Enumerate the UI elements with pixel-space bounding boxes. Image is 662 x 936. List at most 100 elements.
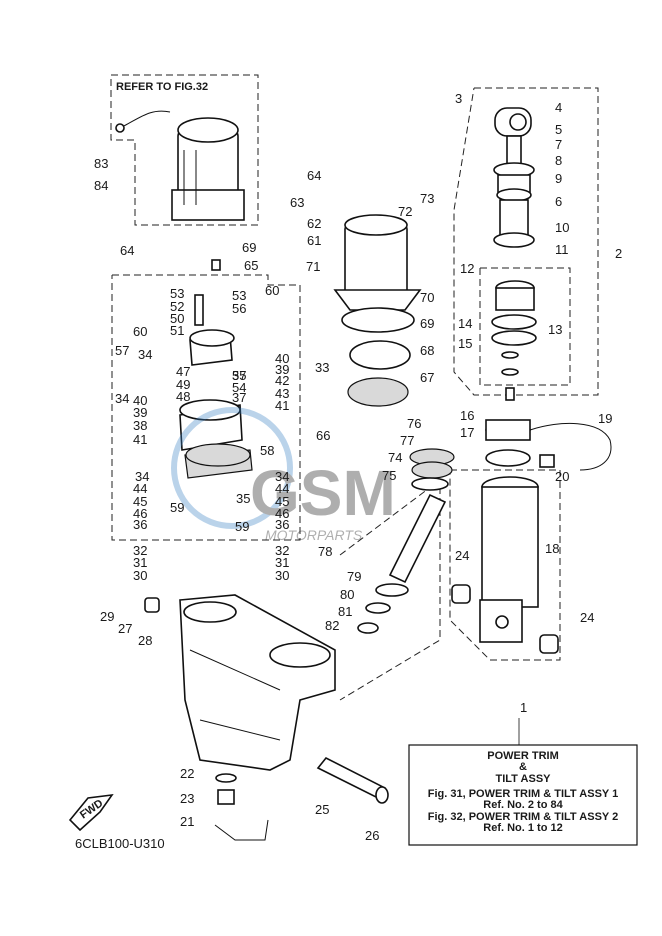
part-number-label: 82 [325,618,339,633]
part-number-label: 78 [318,544,332,559]
trim-cylinder-box [449,469,561,661]
part-number-label: 55 [232,368,246,383]
info-fig32: Fig. 32, POWER TRIM & TILT ASSY 2 [428,811,618,823]
part-number-label: 60 [133,324,147,339]
main-bracket [144,594,336,771]
piston-subgroup-box [479,267,571,386]
part-labels: 1234578961011121314151617181920212223242… [94,91,622,843]
part-number-label: 48 [176,389,190,404]
info-fig31: Fig. 31, POWER TRIM & TILT ASSY 1 [428,788,618,800]
part-number-label: 39 [133,405,147,420]
part-number-label: 66 [316,428,330,443]
info-title-3: TILT ASSY [496,773,552,785]
part-number-label: 29 [100,609,114,624]
tilt-cylinder-parts [485,107,537,467]
part-number-label: 83 [94,156,108,171]
part-number-label: 42 [275,373,289,388]
part-number-label: 12 [460,261,474,276]
info-title-1: POWER TRIM [487,750,559,762]
part-number-label: 21 [180,814,194,829]
part-number-label: 4 [555,100,562,115]
part-number-label: 44 [275,481,289,496]
part-number-label: 52 [170,299,184,314]
part-number-label: 65 [244,258,258,273]
part-number-label: 34 [275,469,289,484]
part-number-label: 75 [382,468,396,483]
part-number-label: 8 [555,153,562,168]
part-number-label: 6 [555,194,562,209]
shaft-and-fittings [214,756,389,841]
part-number-label: 26 [365,828,379,843]
info-box: POWER TRIM & TILT ASSY Fig. 31, POWER TR… [408,718,638,846]
part-number-label: 39 [275,362,289,377]
part-number-label: 51 [170,323,184,338]
tilt-cylinder-box [453,87,599,396]
part-number-label: 46 [275,506,289,521]
part-number-label: 81 [338,604,352,619]
part-number-label: 63 [290,195,304,210]
part-number-label: 46 [133,506,147,521]
part-number-label: 73 [420,191,434,206]
pump-body [179,259,253,479]
part-number-label: 34 [138,347,152,362]
part-number-label: 28 [138,633,152,648]
watermark-main: GSM [250,457,396,529]
fwd-arrow-icon: FWD [68,793,114,832]
part-number-label: 84 [94,178,108,193]
info-title-2: & [519,761,527,773]
part-number-label: 10 [555,220,569,235]
part-number-label: 1 [520,700,527,715]
part-number-label: 7 [555,137,562,152]
part-number-label: 57 [115,343,129,358]
part-number-label: 16 [460,408,474,423]
part-number-label: 18 [545,541,559,556]
oil-reservoir [333,214,422,407]
part-number-label: 43 [275,386,289,401]
part-number-label: 64 [307,168,321,183]
part-number-label: 36 [275,517,289,532]
watermark-logo: GSM MOTORPARTS [171,407,396,543]
part-number-label: 44 [133,481,147,496]
part-number-label: 34 [135,469,149,484]
refer-fig32-box: REFER TO FIG.32 [110,74,259,226]
part-number-label: 69 [420,316,434,331]
part-number-label: 19 [598,411,612,426]
part-number-label: 59 [170,500,184,515]
part-number-label: 72 [398,204,412,219]
part-number-label: 45 [133,494,147,509]
part-number-label: 41 [275,398,289,413]
part-number-label: 45 [275,494,289,509]
part-number-label: 38 [133,418,147,433]
part-number-label: 80 [340,587,354,602]
part-number-label: 14 [458,316,472,331]
diagram-code: 6CLB100-U310 [75,836,165,851]
trim-cylinder [451,422,612,654]
part-number-label: 56 [232,301,246,316]
part-number-label: 35 [236,491,250,506]
electric-motor [115,110,245,221]
part-number-label: 76 [407,416,421,431]
part-number-label: 17 [460,425,474,440]
part-number-label: 60 [265,283,279,298]
part-number-label: 49 [176,377,190,392]
part-number-label: 64 [120,243,134,258]
part-number-label: 24 [455,548,469,563]
part-number-label: 68 [420,343,434,358]
part-number-label: 31 [133,555,147,570]
part-number-label: 15 [458,336,472,351]
part-number-label: 20 [555,469,569,484]
part-number-label: 22 [180,766,194,781]
part-number-label: 32 [275,543,289,558]
part-number-label: 79 [347,569,361,584]
part-number-label: 36 [133,517,147,532]
part-number-label: 71 [306,259,320,274]
part-number-label: 40 [133,393,147,408]
part-number-label: 25 [315,802,329,817]
part-number-label: 69 [242,240,256,255]
part-number-label: 47 [176,364,190,379]
part-number-label: 77 [400,433,414,448]
refer-label: REFER TO FIG.32 [116,81,208,93]
part-number-label: 53 [232,288,246,303]
part-number-label: 70 [420,290,434,305]
